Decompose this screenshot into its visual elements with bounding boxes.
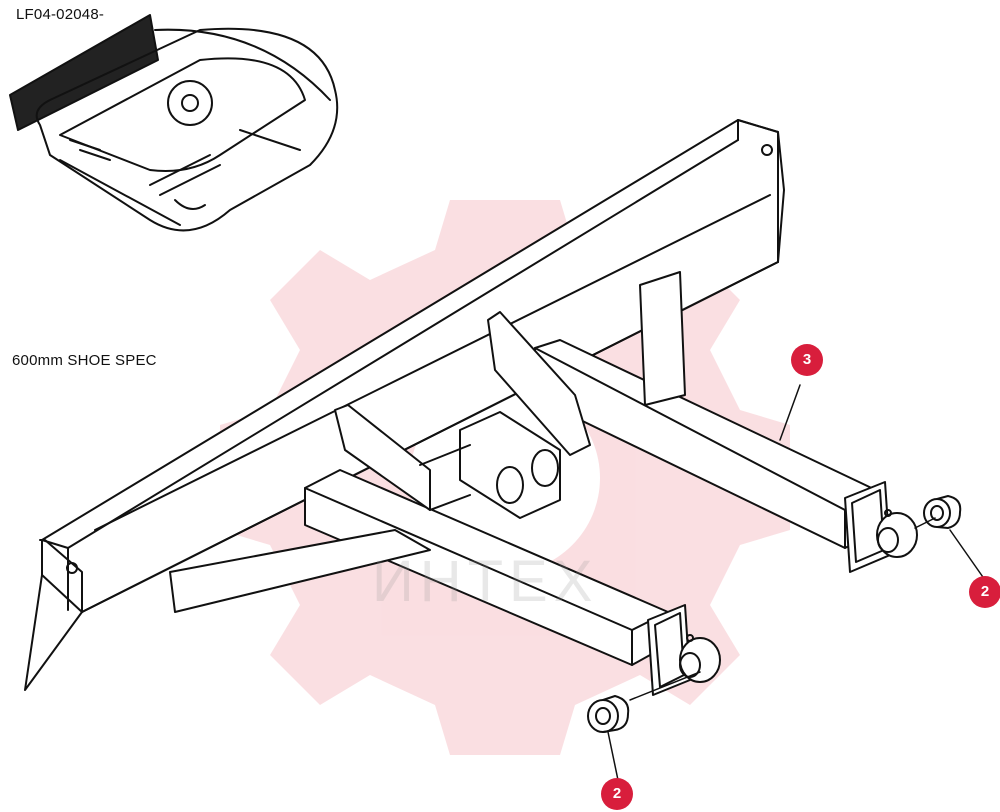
center-bracket <box>334 311 591 519</box>
shoe-spec-label: 600mm SHOE SPEC <box>12 352 157 369</box>
callout-part-2-bottom: 2 <box>601 778 633 810</box>
bushing-part-2-upper <box>923 495 962 529</box>
right-trunnion-end <box>844 481 918 573</box>
left-push-arm <box>169 469 669 666</box>
callout-part-2-right: 2 <box>969 576 1000 608</box>
left-trunnion-end <box>647 604 721 696</box>
callout-part-3: 3 <box>791 344 823 376</box>
excavator-undercarriage-inset <box>9 14 339 232</box>
right-push-arm <box>534 271 881 549</box>
leader-lines <box>607 384 986 781</box>
watermark-text: ИНТЕХ <box>372 549 599 614</box>
drawing-code-label: LF04-02048- <box>16 6 105 23</box>
bushing-part-2-lower <box>587 695 630 733</box>
